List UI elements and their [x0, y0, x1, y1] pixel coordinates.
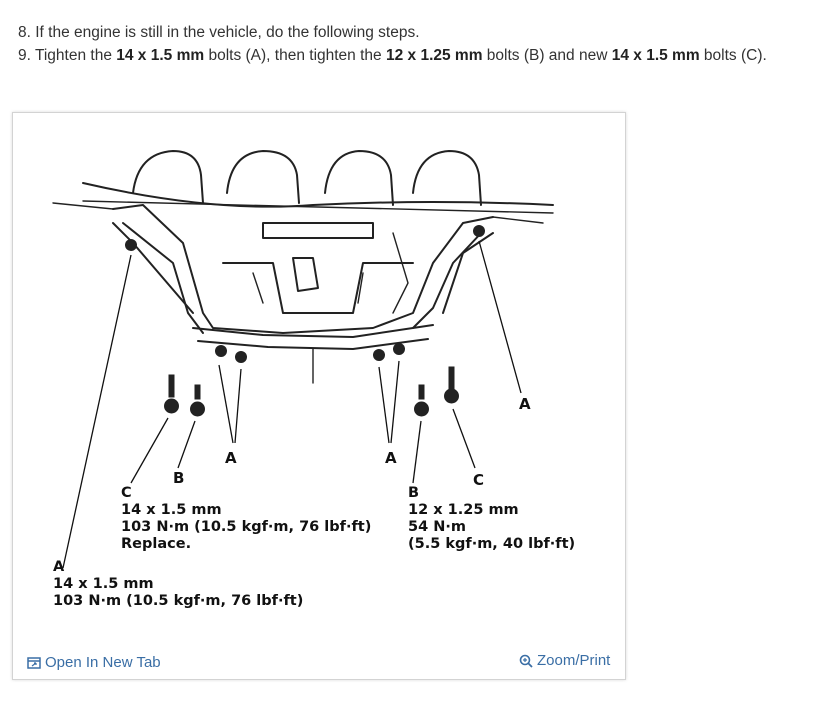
- step-number: 9.: [18, 47, 31, 64]
- callout-b-size: 12 x 1.25 mm: [408, 502, 519, 518]
- label-a-mid-right: A: [385, 449, 397, 467]
- instruction-list: 8. If the engine is still in the vehicle…: [18, 21, 767, 67]
- step-number: 8.: [18, 24, 31, 41]
- step-text: bolts (A), then tighten the: [204, 47, 386, 64]
- label-c-right: C: [473, 471, 485, 489]
- open-in-new-tab-label: Open In New Tab: [45, 654, 161, 671]
- bolt-spec: 14 x 1.5 mm: [116, 47, 205, 64]
- step-text: If the engine is still in the vehicle, d…: [30, 24, 420, 41]
- zoom-print-label: Zoom/Print: [537, 652, 611, 669]
- step-9: 9. Tighten the 14 x 1.5 mm bolts (A), th…: [18, 44, 767, 67]
- callout-c: C 14 x 1.5 mm 103 N·m (10.5 kgf·m, 76 lb…: [121, 485, 371, 553]
- callout-b-letter: B: [408, 485, 420, 501]
- bolt-spec: 14 x 1.5 mm: [611, 47, 700, 64]
- callout-c-size: 14 x 1.5 mm: [121, 502, 222, 518]
- step-text: Tighten the: [30, 47, 117, 64]
- callout-a-torque: 103 N·m (10.5 kgf·m, 76 lbf·ft): [53, 593, 304, 609]
- label-a-right: A: [519, 395, 531, 413]
- step-8: 8. If the engine is still in the vehicle…: [18, 21, 767, 44]
- callout-b: B 12 x 1.25 mm 54 N·m (5.5 kgf·m, 40 lbf…: [408, 485, 575, 553]
- callout-b-torque: 54 N·m: [408, 519, 466, 535]
- step-text: bolts (B) and new: [482, 47, 612, 64]
- subframe-diagram: [52, 150, 554, 569]
- step-text: bolts (C).: [699, 47, 767, 64]
- bolt-spec: 12 x 1.25 mm: [385, 47, 483, 64]
- callout-c-note: Replace.: [121, 536, 192, 552]
- callout-c-torque: 103 N·m (10.5 kgf·m, 76 lbf·ft): [121, 519, 372, 535]
- figure-container: A A A B C C 14 x 1.5 mm 103 N·m (10.5 kg…: [12, 112, 626, 680]
- callout-c-letter: C: [121, 485, 132, 501]
- callout-b-torque-alt: (5.5 kgf·m, 40 lbf·ft): [408, 536, 576, 552]
- new-tab-icon: [27, 656, 41, 669]
- magnifier-icon: [519, 654, 533, 668]
- label-b-left: B: [173, 469, 185, 487]
- zoom-print-link[interactable]: Zoom/Print: [519, 652, 610, 669]
- open-in-new-tab-link[interactable]: Open In New Tab: [27, 654, 161, 671]
- callout-a: A 14 x 1.5 mm 103 N·m (10.5 kgf·m, 76 lb…: [53, 559, 303, 610]
- label-a-mid-left: A: [225, 449, 237, 467]
- callout-a-size: 14 x 1.5 mm: [53, 576, 154, 592]
- callout-a-letter: A: [53, 559, 65, 575]
